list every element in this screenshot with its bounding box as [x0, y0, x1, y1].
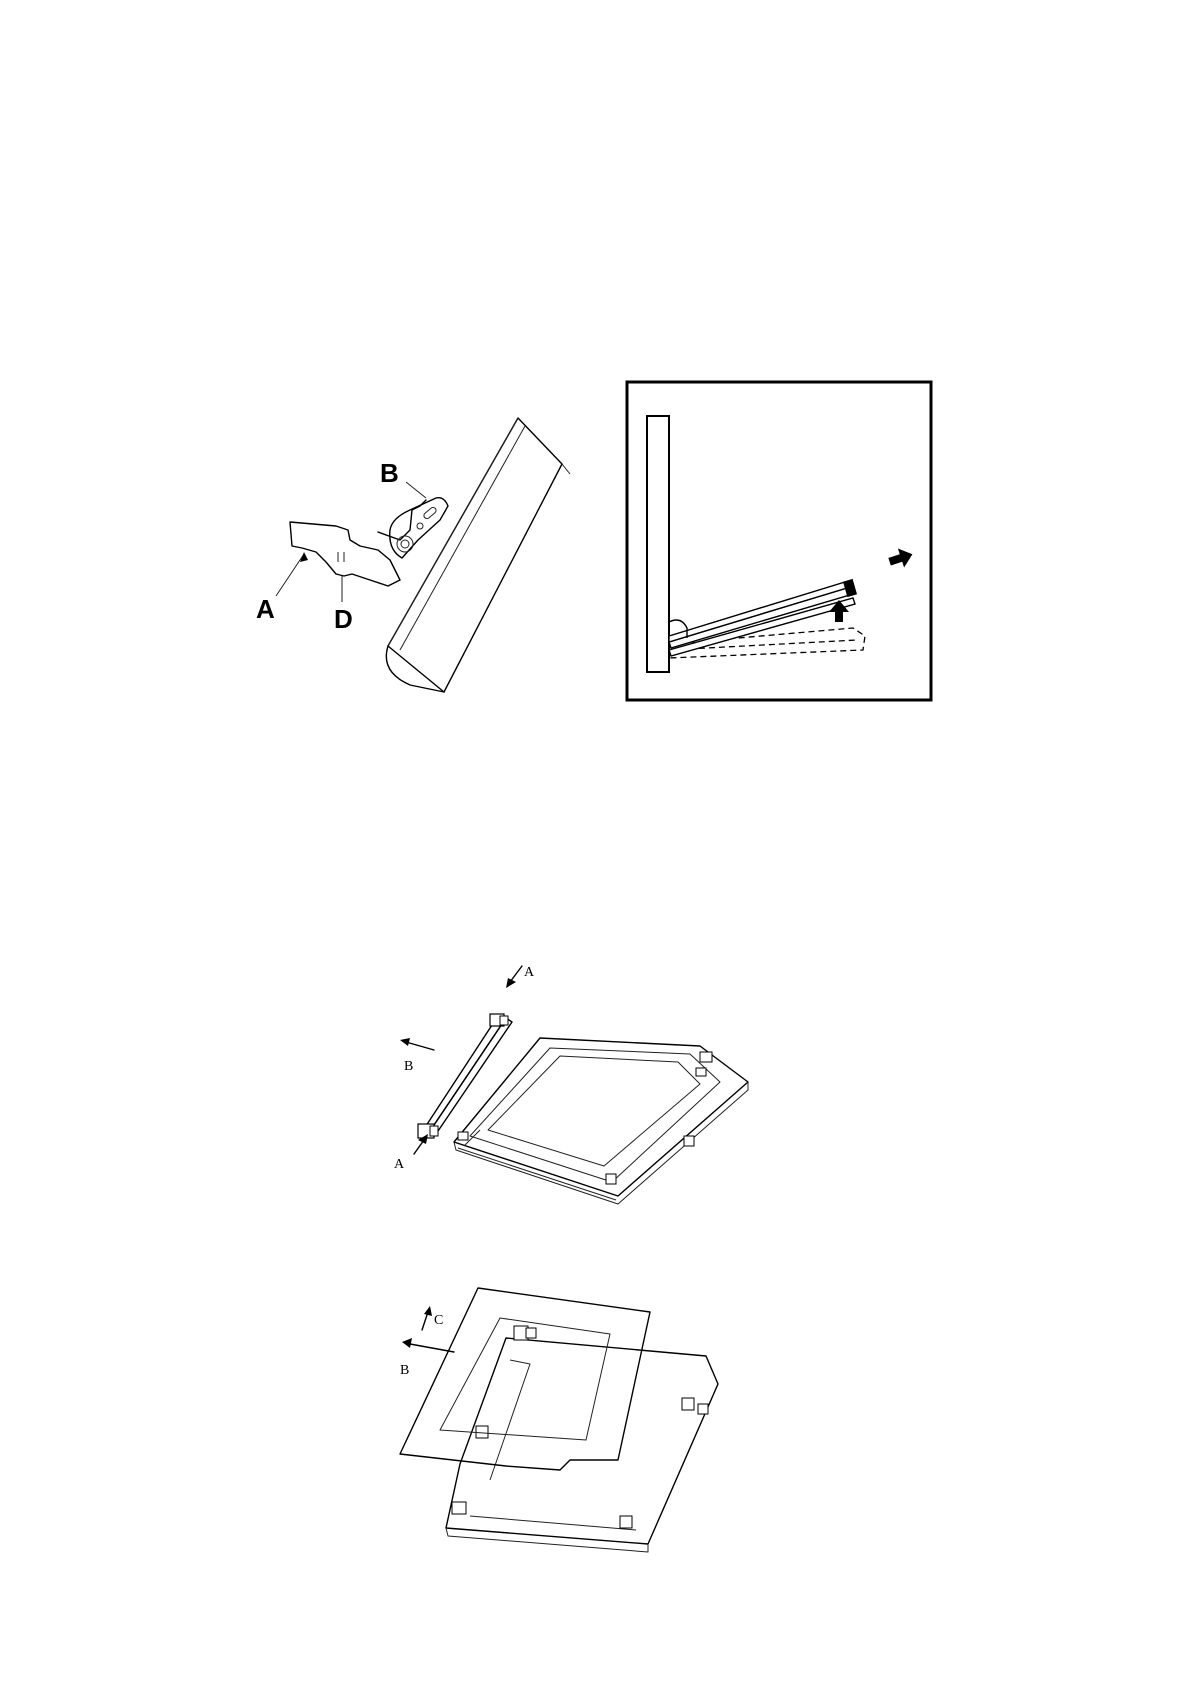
door-removal-side-view [625, 380, 935, 705]
oven-door-body [454, 1038, 748, 1204]
leader-a [276, 554, 304, 596]
label-a-top: A [524, 965, 535, 980]
label-a-bottom: A [394, 1157, 405, 1172]
label-d: D [334, 604, 353, 634]
door-trim-removal-figure: A A B [400, 960, 820, 1210]
oven-wall [647, 416, 669, 672]
label-b: B [400, 1363, 409, 1378]
glass-panel-removal-figure: C B [400, 1280, 820, 1550]
label-a: A [256, 594, 275, 624]
press-arrow-top [506, 966, 522, 988]
label-c: C [434, 1313, 443, 1328]
label-b: B [380, 458, 399, 488]
slide-arrow [402, 1338, 454, 1352]
door-panel [386, 418, 570, 692]
label-b: B [404, 1059, 413, 1074]
leader-b [406, 482, 426, 498]
inner-door-frame [446, 1326, 718, 1552]
hinge-detail-figure: A B D [240, 380, 620, 700]
slide-arrow [400, 1038, 434, 1050]
lift-arrow [422, 1306, 432, 1330]
